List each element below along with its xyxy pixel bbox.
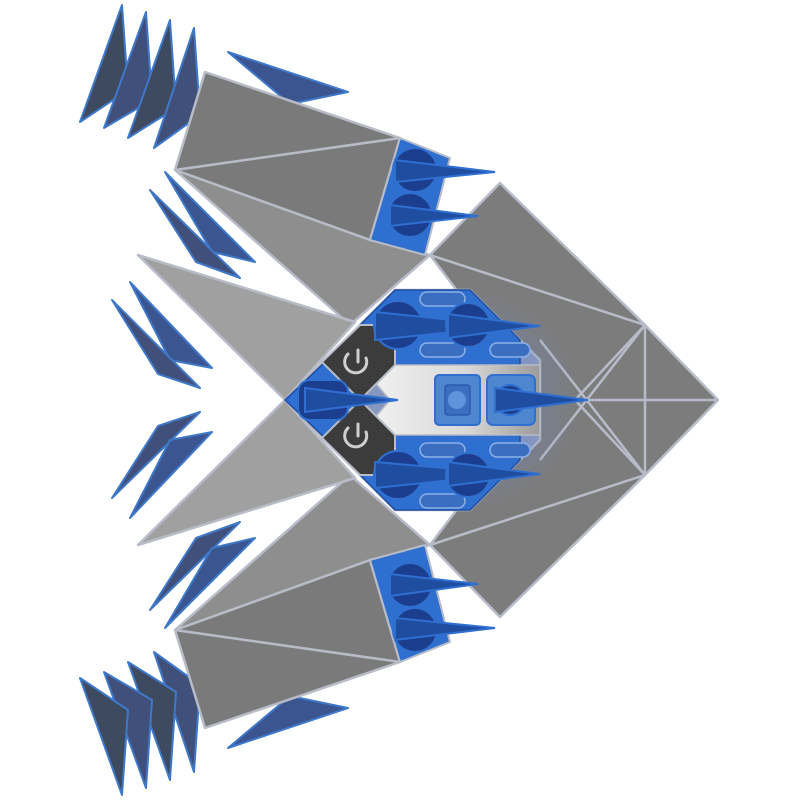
nose-cannon bbox=[297, 379, 399, 421]
turrets bbox=[373, 147, 541, 653]
main-cannon bbox=[486, 374, 589, 426]
reactor-core-icon bbox=[434, 374, 481, 426]
small-guns bbox=[419, 291, 531, 509]
power-icon bbox=[343, 422, 369, 449]
power-icon bbox=[343, 348, 369, 375]
armor-fins bbox=[79, 4, 349, 796]
